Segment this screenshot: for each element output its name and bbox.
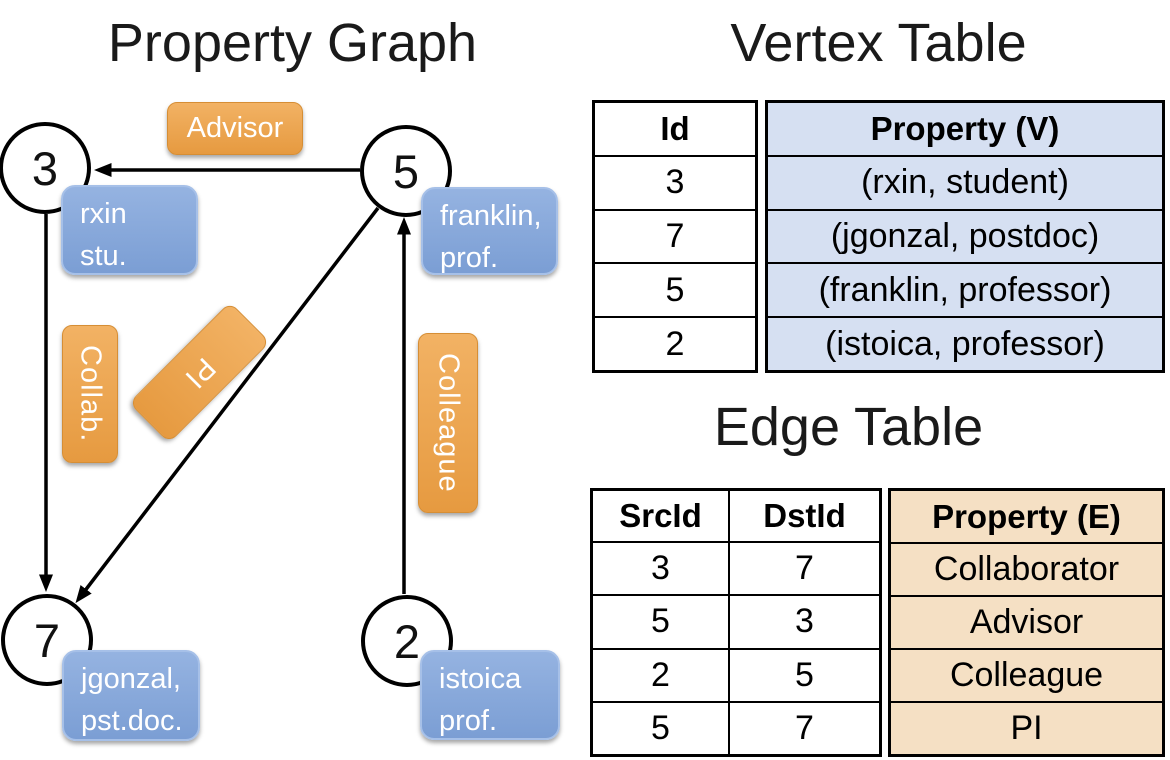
- vertex-node-3: 3: [0, 122, 91, 214]
- edge-table-dstid-cell: 3: [728, 594, 879, 648]
- edge-table-property-cell: Advisor: [891, 595, 1162, 648]
- node-7-property-line2: pst.doc.: [81, 705, 183, 737]
- node-2-property-line1: istoica: [439, 663, 522, 695]
- vertex-table-title: Vertex Table: [730, 13, 1027, 73]
- node-3-property-line2: stu.: [80, 240, 127, 272]
- vertex-table-property-cell: (franklin, professor): [768, 262, 1162, 317]
- edge-label-collab-text: Collab.: [74, 345, 107, 443]
- edge-table-title: Edge Table: [713, 397, 984, 457]
- node-3-property-box: rxin stu.: [61, 185, 198, 275]
- node-7-property-box: jgonzal, pst.doc.: [62, 650, 200, 741]
- edge-table-property-cell: Collaborator: [891, 542, 1162, 595]
- edge-label-pi: PI: [128, 301, 271, 444]
- edge-label-colleague: Colleague: [418, 333, 478, 513]
- edge-table-srcid-cell: 5: [593, 594, 728, 647]
- node-2-property-line2: prof.: [439, 705, 498, 737]
- edge-table-dstid-header: DstId: [728, 491, 879, 542]
- node-7-property-line1: jgonzal,: [81, 663, 181, 695]
- edge-table-dstid-cell: 7: [728, 541, 879, 595]
- node-2-property-box: istoica prof.: [420, 650, 560, 740]
- edge-label-collab: Collab.: [62, 325, 118, 463]
- edge-table-id-columns: SrcId DstId 3 7 5 3 2 5 5 7: [590, 488, 882, 757]
- vertex-table-property-cell: (rxin, student): [768, 154, 1162, 209]
- edge-table-dstid-cell: 7: [728, 700, 879, 754]
- vertex-table-property-cell: (istoica, professor): [768, 316, 1162, 370]
- vertex-table-property-cell: (jgonzal, postdoc): [768, 208, 1162, 263]
- vertex-table-id-cell: 7: [595, 208, 755, 263]
- node-5-property-box: franklin, prof.: [421, 187, 558, 275]
- node-3-property-line1: rxin: [80, 198, 127, 230]
- vertex-table-id-header: Id: [660, 109, 690, 147]
- edge-label-advisor: Advisor: [167, 102, 303, 155]
- edge-table-dstid-cell: 5: [728, 647, 879, 701]
- edge-table-srcid-cell: 3: [593, 541, 728, 594]
- vertex-table-id-cell: 3: [595, 154, 755, 209]
- vertex-table-property-column: Property (V) (rxin, student) (jgonzal, p…: [765, 100, 1165, 373]
- vertex-node-7-id: 7: [33, 613, 61, 667]
- vertex-node-3-id: 3: [31, 141, 59, 195]
- edge-table-property-cell: Colleague: [891, 648, 1162, 701]
- vertex-node-2-id: 2: [393, 614, 421, 668]
- node-5-property-line2: prof.: [440, 242, 499, 274]
- vertex-table-property-header: Property (V): [768, 103, 1162, 155]
- edge-table-property-cell: PI: [891, 701, 1162, 754]
- edge-label-pi-text: PI: [178, 351, 222, 395]
- edge-table-srcid-cell: 5: [593, 700, 728, 754]
- edge-table-property-header: Property (E): [891, 491, 1162, 542]
- vertex-table-id-column: Id 3 7 5 2: [592, 100, 758, 373]
- vertex-node-5: 5: [360, 125, 452, 217]
- property-graph-title: Property Graph: [107, 13, 478, 73]
- vertex-table-id-cell: 2: [595, 316, 755, 370]
- edge-label-colleague-text: Colleague: [432, 353, 465, 493]
- vertex-table-id-cell: 5: [595, 262, 755, 316]
- node-5-property-line1: franklin,: [440, 200, 542, 232]
- edge-table-property-column: Property (E) Collaborator Advisor Collea…: [888, 488, 1165, 757]
- edge-label-advisor-text: Advisor: [186, 112, 284, 144]
- edge-table-srcid-cell: 2: [593, 647, 728, 701]
- edge-table-srcid-header: SrcId: [619, 497, 702, 535]
- vertex-node-5-id: 5: [392, 144, 420, 198]
